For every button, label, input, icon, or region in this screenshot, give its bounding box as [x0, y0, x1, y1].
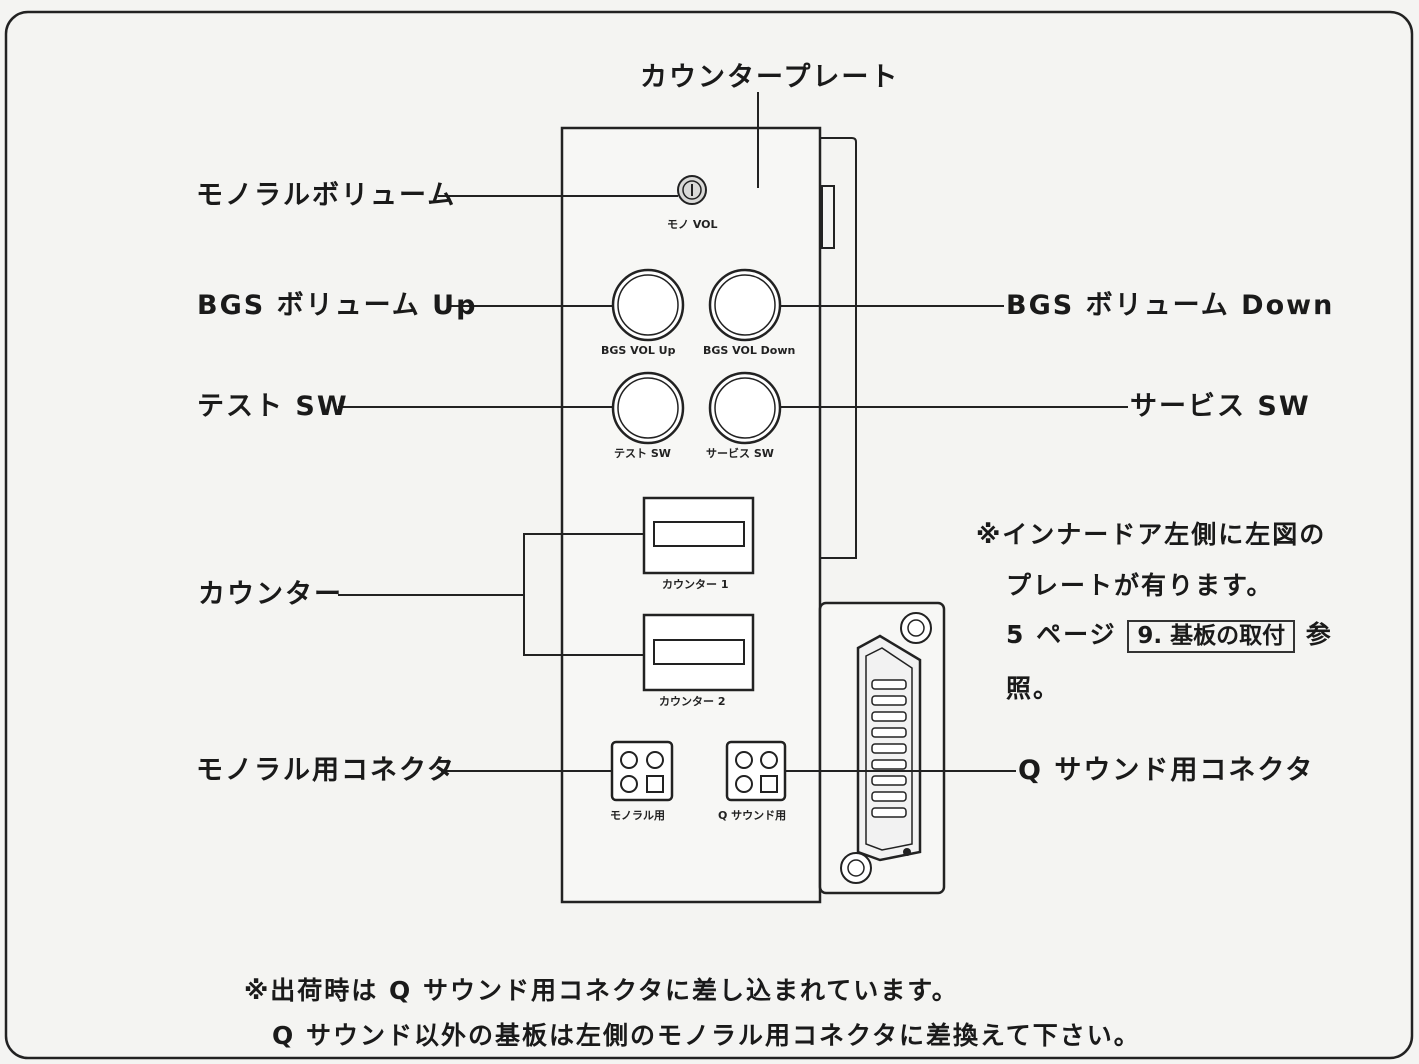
counter-plate-label: カウンタープレート	[640, 62, 900, 93]
mono-volume-label: モノラルボリューム	[196, 180, 457, 211]
counter-1-icon	[642, 496, 755, 575]
counter-label: カウンター	[198, 579, 343, 610]
footer-line-1: ※出荷時は Q サウンド用コネクタに差し込まれています。	[244, 976, 959, 1005]
qsound-connector-label: Q サウンド用コネクタ	[1018, 755, 1315, 786]
test-sw-button-icon	[611, 371, 685, 445]
flange-slot	[821, 185, 835, 249]
leader-counter-bracket	[523, 533, 644, 656]
side-note-line-4: 照。	[1006, 674, 1061, 703]
bgs-volume-down-label: BGS ボリューム Down	[1006, 290, 1335, 321]
bgs-vol-down-plate-text: BGS VOL Down	[703, 344, 796, 357]
service-sw-plate-text: サービス SW	[706, 447, 774, 460]
mono-connector-label: モノラル用コネクタ	[196, 755, 456, 786]
mono-connector-icon	[610, 740, 674, 802]
qsound-connector-icon	[725, 740, 787, 802]
lower-screw-icon	[840, 852, 872, 884]
service-sw-button-icon	[708, 371, 782, 445]
d-sub-connector-icon	[856, 634, 922, 862]
section-reference-box: 9. 基板の取付	[1127, 620, 1296, 653]
footer-line-2: Q サウンド以外の基板は左側のモノラル用コネクタに差換えて下さい。	[272, 1021, 1141, 1050]
service-sw-label: サービス SW	[1130, 391, 1311, 422]
test-sw-plate-text: テスト SW	[614, 447, 671, 460]
upper-screw-icon	[900, 612, 932, 644]
leader-lines	[338, 92, 1128, 772]
side-note-line-3: 5 ページ 9. 基板の取付 参	[1006, 620, 1333, 653]
counter-1-plate-text: カウンター 1	[662, 578, 729, 591]
side-note-suffix: 参	[1305, 620, 1333, 649]
test-sw-label: テスト SW	[197, 391, 349, 422]
counter-2-plate-text: カウンター 2	[659, 695, 726, 708]
bgs-vol-up-plate-text: BGS VOL Up	[601, 344, 676, 357]
side-note-line-2: プレートが有ります。	[1006, 571, 1274, 600]
qsound-plate-text: Q サウンド用	[718, 809, 787, 822]
bgs-volume-up-label: BGS ボリューム Up	[197, 290, 478, 321]
bgs-vol-down-button-icon	[708, 268, 782, 342]
plate-flange	[820, 137, 857, 559]
page-reference-text: 5 ページ	[1006, 620, 1117, 649]
mono-vol-plate-text: モノ VOL	[667, 218, 718, 231]
outer-border	[4, 10, 1414, 1060]
side-note-line-1: ※インナードア左側に左図の	[976, 520, 1327, 549]
bgs-vol-up-button-icon	[611, 268, 685, 342]
mono-volume-knob-icon	[677, 175, 707, 205]
counter-2-icon	[642, 613, 755, 692]
mono-plate-text: モノラル用	[610, 809, 665, 822]
